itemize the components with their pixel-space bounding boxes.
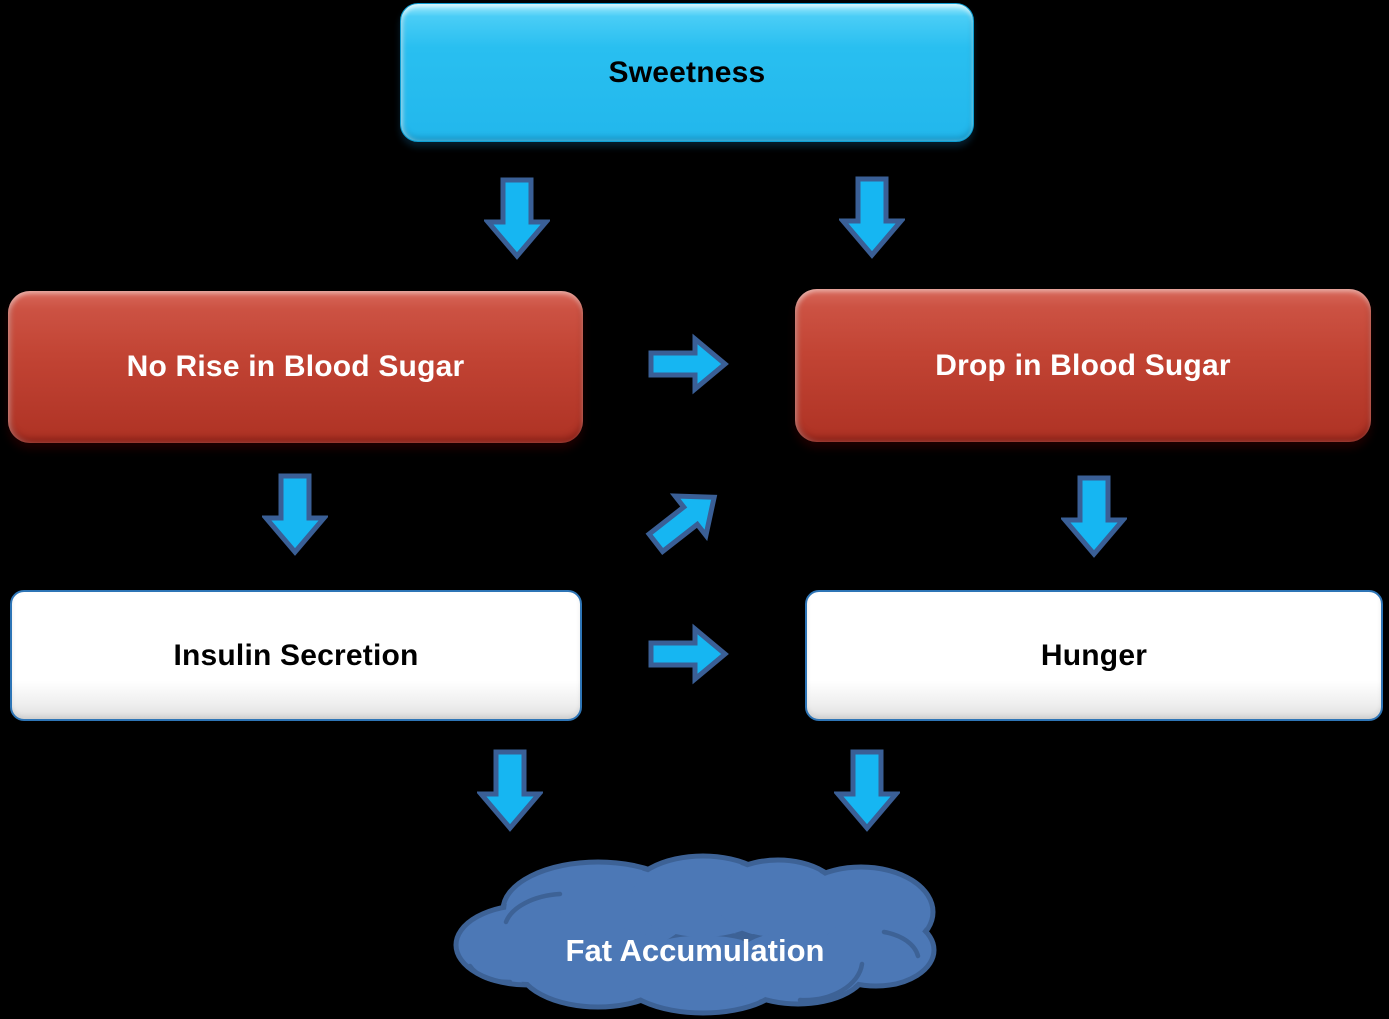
arrow-insulin-to-drop-icon — [632, 469, 738, 571]
node-drop-in-blood-sugar: Drop in Blood Sugar — [795, 289, 1371, 442]
node-hunger: Hunger — [805, 590, 1383, 721]
arrow-sweetness-to-no-rise-icon — [484, 176, 550, 260]
node-sweetness: Sweetness — [400, 3, 974, 142]
node-fat-accumulation: Fat Accumulation — [448, 848, 942, 1018]
cloud-icon — [453, 853, 937, 1016]
node-sweetness-label: Sweetness — [608, 55, 766, 89]
node-insulin-label: Insulin Secretion — [173, 638, 419, 672]
arrow-no-rise-to-insulin-icon — [262, 472, 328, 556]
node-hunger-label: Hunger — [1040, 638, 1148, 672]
node-insulin-secretion: Insulin Secretion — [10, 590, 582, 721]
arrow-no-rise-to-drop-icon — [647, 333, 729, 395]
arrow-sweetness-to-drop-icon — [839, 175, 905, 259]
arrow-insulin-to-fat-icon — [477, 748, 543, 832]
arrow-drop-to-hunger-icon — [1061, 474, 1127, 558]
arrow-insulin-to-hunger-icon — [647, 623, 729, 685]
node-fat-accumulation-label: Fat Accumulation — [565, 933, 825, 968]
node-no-rise-in-blood-sugar: No Rise in Blood Sugar — [8, 291, 583, 443]
arrow-hunger-to-fat-icon — [834, 748, 900, 832]
node-drop-label: Drop in Blood Sugar — [935, 348, 1231, 382]
node-no-rise-label: No Rise in Blood Sugar — [126, 350, 465, 383]
